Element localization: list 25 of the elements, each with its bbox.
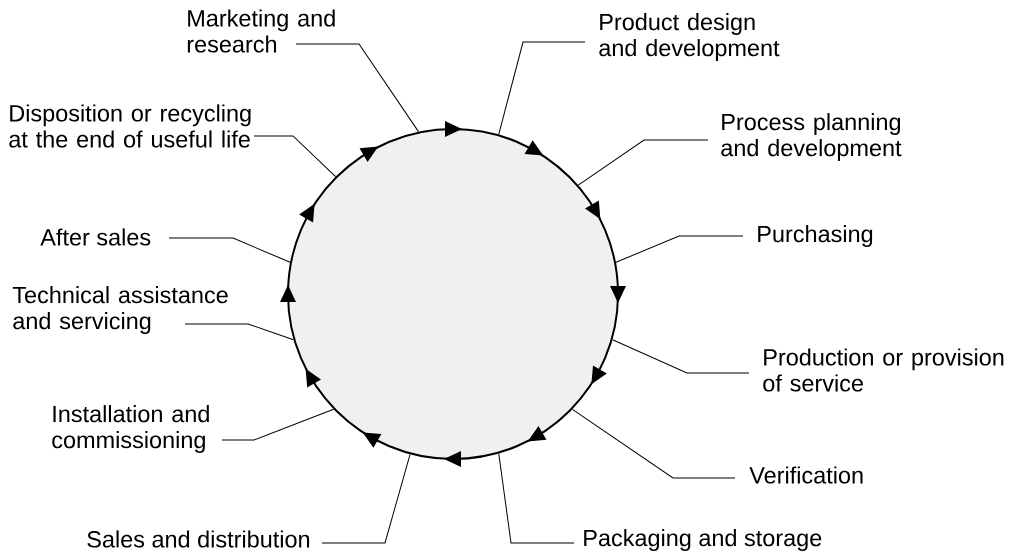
loop-circle [287,128,619,460]
stage-label: Marketing and research [187,9,335,53]
leader-line [498,41,586,135]
stage-label: Process planning and development [721,113,902,161]
stage-label: Sales and distribution [87,530,310,548]
stage-label: Technical assistance and servicing [12,286,228,334]
stage-label: Disposition or recycling at the end of useful life [9,104,251,148]
stage-label: Production or provision of service [763,348,1004,392]
stage-label: Purchasing [758,225,873,247]
leader-line [221,408,335,441]
stage-label: Product design and development [599,13,780,61]
stage-label: Installation and commissioning [52,405,209,453]
stage-label: Packaging and storage [584,529,822,551]
leader-line [615,235,744,263]
leader-line [321,453,411,544]
leader-line [577,139,709,186]
leader-line [612,339,750,374]
leader-line [253,135,337,178]
leader-line [295,43,419,133]
leader-line [168,237,291,263]
stage-label: After sales [40,228,151,246]
stage-label: Verification [749,466,863,484]
leader-line [184,323,294,341]
leader-line [571,408,736,479]
leader-line [498,453,575,544]
